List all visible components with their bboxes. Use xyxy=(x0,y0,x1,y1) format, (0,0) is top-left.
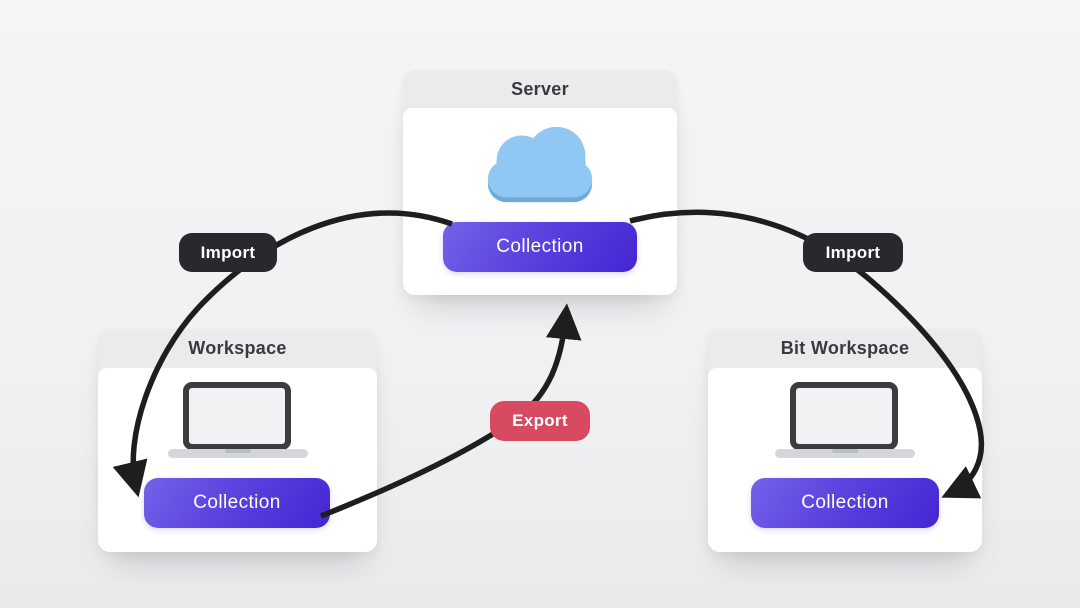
server-card-title: Server xyxy=(511,78,569,99)
workspace-card: Workspace Collection xyxy=(98,329,377,552)
export-badge: Export xyxy=(490,401,590,441)
import-left-badge: Import xyxy=(179,233,277,272)
cloud-icon xyxy=(482,122,598,205)
bit-workspace-card: Bit Workspace Collection xyxy=(708,329,982,552)
laptop-icon xyxy=(167,382,308,460)
bit-workspace-card-title: Bit Workspace xyxy=(780,338,910,358)
laptop-icon xyxy=(775,382,915,460)
bit-workspace-card-body: Collection xyxy=(708,368,982,552)
bit-workspace-collection-button: Collection xyxy=(751,478,939,528)
server-card-body: Collection xyxy=(403,108,677,295)
server-collection-button: Collection xyxy=(443,222,637,272)
server-card: Server Collection xyxy=(403,70,677,295)
import-right-badge: Import xyxy=(803,233,903,272)
workspace-card-body: Collection xyxy=(98,368,377,552)
workspace-card-title: Workspace xyxy=(188,338,287,358)
workspace-collection-button: Collection xyxy=(144,478,330,528)
